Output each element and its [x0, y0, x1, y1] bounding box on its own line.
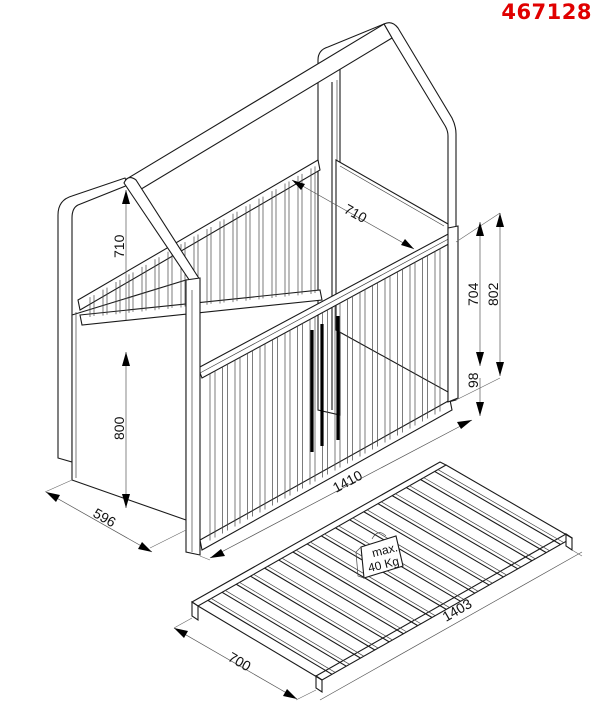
slat-line	[437, 469, 564, 543]
dim-base-clearance: 98	[465, 372, 481, 388]
dimension-lines	[44, 179, 504, 561]
dim-roof-height: 710	[111, 234, 127, 258]
dim-side-height: 800	[111, 416, 127, 440]
dim-base-length: 1403	[440, 595, 475, 625]
removable-bars	[310, 316, 340, 452]
weight-badge: max. 40 Kg	[355, 532, 404, 579]
slat-line	[423, 477, 550, 551]
slat-line	[292, 551, 418, 627]
slat-line	[321, 535, 447, 610]
front-side-slats	[209, 248, 441, 541]
front-side	[197, 231, 457, 551]
slat-line	[391, 495, 518, 570]
weight-max-label: max.	[370, 540, 399, 560]
dim-base-width: 700	[226, 649, 254, 675]
slat-line	[349, 519, 476, 594]
slat-line	[210, 598, 336, 673]
slat-line	[207, 599, 333, 675]
dim-depth: 596	[91, 505, 119, 531]
slat-line	[363, 511, 490, 586]
slat-line	[409, 485, 536, 560]
slat-line	[281, 557, 407, 633]
back-side-rails	[77, 159, 323, 326]
product-code: 467128	[501, 0, 592, 24]
slat-line	[224, 590, 350, 665]
front-rafter	[123, 177, 201, 556]
slatted-base	[190, 461, 574, 694]
slat-line	[235, 583, 361, 659]
slat-line	[267, 565, 393, 641]
slat-line	[221, 591, 347, 667]
front-right-post	[447, 225, 459, 403]
back-side-slats	[89, 166, 316, 317]
slat-line	[250, 575, 376, 651]
slat-line	[394, 493, 521, 568]
base-dimension-lines	[173, 549, 583, 701]
slat-line	[295, 549, 421, 624]
slat-line	[264, 567, 390, 643]
slat-line	[420, 479, 547, 554]
slat-line	[434, 470, 561, 545]
slat-line	[366, 509, 493, 584]
slat-line	[253, 573, 379, 649]
slat-line	[380, 501, 507, 576]
dim-total-right: 802	[485, 282, 501, 306]
slat-line	[306, 543, 433, 618]
slat-line	[377, 503, 504, 578]
slat-line	[352, 517, 479, 592]
dim-rail-upper: 704	[465, 282, 481, 306]
slat-line	[239, 581, 364, 657]
slat-line	[406, 487, 533, 562]
slat-line	[278, 559, 404, 635]
front-house-panel	[57, 177, 187, 521]
slat-line	[309, 541, 436, 616]
